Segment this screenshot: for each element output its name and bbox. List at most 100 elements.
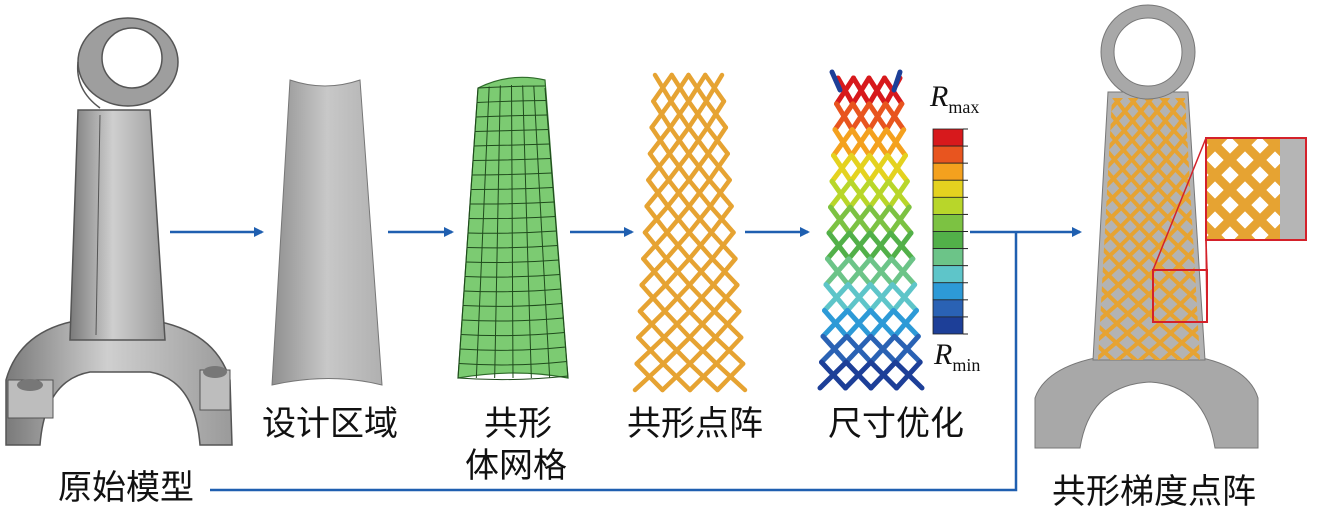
flow-arrows [170, 227, 1082, 492]
lattice-strut [1136, 302, 1162, 326]
radius-colorbar [932, 128, 968, 335]
lattice-strut [644, 177, 671, 209]
lattice-strut [651, 72, 674, 104]
lattice-strut [849, 127, 872, 158]
lattice-strut [660, 361, 693, 393]
lattice-strut [664, 230, 692, 261]
legend-min-label: Rmin [934, 338, 981, 375]
lattice-strut [867, 127, 889, 158]
lattice-strut [868, 308, 896, 339]
mesh-col-line [457, 87, 479, 379]
lattice-strut [687, 282, 716, 314]
colorbar-segment [932, 248, 964, 267]
lattice-strut [887, 178, 910, 210]
lattice-strut [641, 230, 670, 261]
lattice-strut [708, 177, 732, 209]
mesh-col-line [533, 86, 551, 379]
lattice-strut [848, 153, 872, 184]
lattice-strut [664, 204, 692, 235]
lattice-strut [1155, 147, 1177, 172]
lattice-strut [639, 256, 669, 288]
lattice-strut [886, 153, 908, 184]
lattice-strut [686, 99, 709, 130]
lattice-strut [847, 178, 873, 210]
lattice-strut [646, 151, 672, 183]
lattice-strut [1098, 321, 1119, 345]
mesh-row-line [457, 375, 569, 381]
lattice-strut [868, 359, 898, 391]
lattice-strut [894, 359, 923, 391]
lattice-strut [1137, 225, 1161, 249]
lattice-strut [668, 72, 691, 104]
colorbar-segment [932, 231, 964, 249]
lattice-strut [663, 256, 692, 288]
lattice-strut [844, 308, 873, 339]
lattice-strut [868, 282, 895, 313]
lattice-strut [1116, 263, 1142, 287]
lattice-strut [710, 230, 736, 261]
lattice-strut [867, 230, 893, 262]
lattice-strut [868, 333, 897, 365]
lattice-strut [667, 125, 691, 156]
lattice-strut [1098, 340, 1119, 360]
lattice-strut [686, 125, 710, 156]
lattice-strut [1157, 263, 1181, 287]
lattice-strut [666, 151, 692, 183]
lattice-tip [891, 69, 903, 93]
lattice-strut [1118, 205, 1142, 229]
lattice-strut [850, 75, 872, 107]
mesh-col-line [494, 85, 501, 379]
lattice-strut [1115, 282, 1141, 307]
lattice-strut [849, 101, 872, 133]
colorbar-segment [932, 179, 964, 198]
lattice-strut [826, 204, 853, 236]
lattice-strut [1206, 215, 1235, 240]
lattice-strut [687, 309, 717, 340]
label-conformal-mesh-line1: 共形 [484, 404, 552, 444]
lattice-strut [889, 230, 914, 262]
label-conformal-lattice: 共形点阵 [627, 404, 763, 444]
lattice-strut [1119, 167, 1143, 191]
mesh-col-line [475, 86, 490, 379]
lattice-strut [1138, 147, 1160, 172]
lattice-strut [1225, 138, 1259, 165]
lattice-strut [843, 333, 874, 365]
lattice-strut [1138, 128, 1160, 152]
lattice-strut [1137, 244, 1161, 268]
lattice-strut [828, 178, 854, 210]
lattice-strut [713, 309, 742, 340]
lattice-strut [1137, 186, 1161, 210]
lattice-strut [1135, 340, 1162, 360]
lattice-strut [711, 256, 738, 288]
lattice-strut [642, 204, 671, 235]
lattice-strut [1155, 98, 1175, 114]
lattice-strut [893, 333, 921, 365]
lattice-strut [867, 153, 890, 184]
lattice-strut [1121, 128, 1143, 152]
zoom-inset-box [1205, 137, 1307, 241]
lattice-strut [634, 335, 667, 366]
lattice-strut [822, 282, 851, 313]
lattice-strut [709, 204, 734, 235]
lattice-strut [1155, 128, 1176, 152]
lattice-strut [1122, 98, 1144, 114]
lattice-strut [1206, 155, 1235, 191]
colorbar-segment [932, 282, 964, 301]
lattice-strut [845, 256, 873, 288]
colorbar-segment [932, 299, 964, 318]
lattice-strut [706, 125, 729, 156]
lattice-strut [707, 151, 730, 183]
lattice-strut [892, 308, 919, 339]
legend-max-label: Rmax [930, 80, 980, 117]
lattice-strut [1206, 138, 1229, 161]
original-model-figure [5, 17, 233, 446]
bypass-line [210, 232, 1018, 492]
lattice-strut [1206, 185, 1235, 221]
lattice-strut [1225, 155, 1265, 195]
lattice-strut [661, 309, 692, 340]
colorbar-segment [932, 196, 964, 215]
lattice-strut [1117, 244, 1142, 268]
lattice-strut [686, 72, 708, 104]
lattice-strut [1137, 205, 1161, 229]
